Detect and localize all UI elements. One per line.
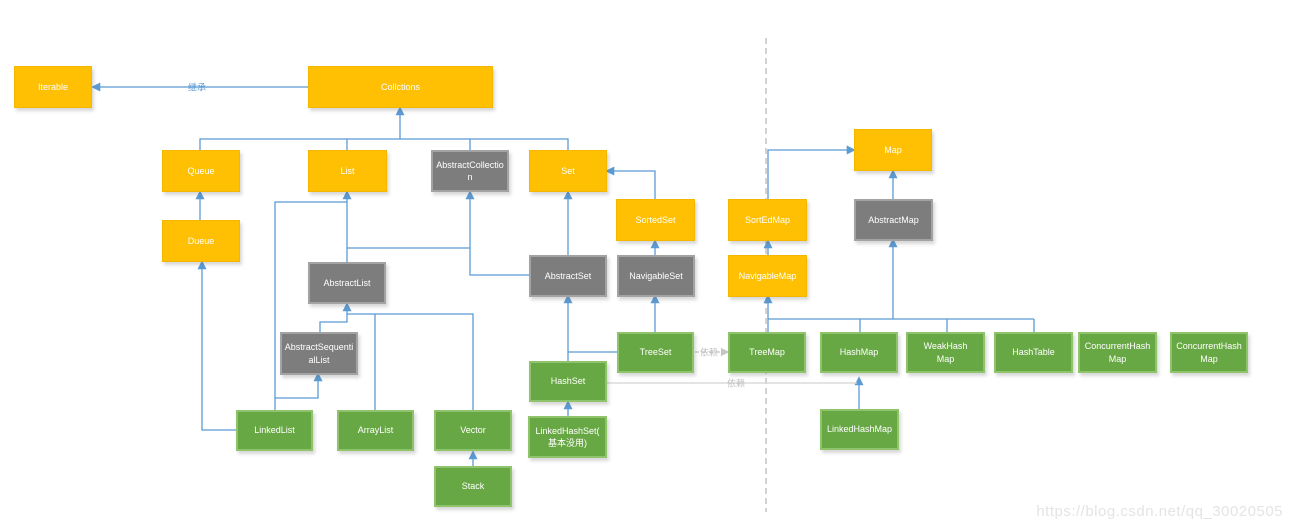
node-dueue: Dueue	[162, 220, 240, 262]
node-vector: Vector	[434, 410, 512, 451]
node-concurrent-hash-map-2: ConcurrentHash Map	[1170, 332, 1248, 373]
node-array-list: ArrayList	[337, 410, 414, 451]
inheritance-edges	[91, 82, 1035, 466]
inherit-edge-label: 继承	[187, 82, 207, 93]
node-navigable-set: NavigableSet	[617, 255, 695, 297]
dependency-edge-label: 依赖	[699, 347, 719, 358]
node-collections: Collctions	[308, 66, 493, 108]
node-stack: Stack	[434, 466, 512, 507]
node-abstract-map: AbstractMap	[854, 199, 933, 241]
node-iterable: Iterable	[14, 66, 92, 108]
node-hash-set: HashSet	[529, 361, 607, 402]
node-navigable-map: NavigableMap	[728, 255, 807, 297]
node-hash-table: HashTable	[994, 332, 1073, 373]
node-abstract-sequential-list: AbstractSequenti alList	[280, 332, 358, 375]
node-tree-map: TreeMap	[728, 332, 806, 373]
edge-abstractset-abstractcollection	[465, 190, 529, 276]
edge-linkedlist-asl	[275, 372, 323, 399]
node-set: Set	[529, 150, 607, 192]
dependency-edge-label: 依赖	[726, 378, 746, 389]
edge-linkedlist-dueue	[197, 260, 236, 431]
node-linked-hash-map: LinkedHashMap	[820, 409, 899, 450]
dependency-edges	[607, 347, 857, 384]
node-abstract-set: AbstractSet	[529, 255, 607, 297]
edge-asl-abstractlist	[319, 302, 352, 333]
node-list: List	[308, 150, 387, 192]
edge-sortedset-set	[605, 166, 656, 199]
node-linked-hash-set: LinkedHashSet( 基本没用)	[528, 416, 607, 458]
node-linked-list: LinkedList	[236, 410, 313, 451]
node-hash-map: HashMap	[820, 332, 898, 373]
node-concurrent-hash-map-1: ConcurrentHash Map	[1078, 332, 1157, 373]
node-map: Map	[854, 129, 932, 171]
edge-top-bus	[199, 138, 569, 150]
node-queue: Queue	[162, 150, 240, 192]
node-weak-hash-map: WeakHash Map	[906, 332, 985, 373]
node-tree-set: TreeSet	[617, 332, 694, 373]
node-sorted-map: SortEdMap	[728, 199, 807, 241]
edge-sortedmap-map	[767, 145, 856, 199]
csdn-watermark: https://blog.csdn.net/qq_30020505	[1036, 503, 1283, 520]
node-abstract-collection: AbstractCollectio n	[431, 150, 509, 192]
edge-vector-abstractlist	[347, 313, 474, 410]
node-sorted-set: SortedSet	[616, 199, 695, 241]
node-abstract-list: AbstractList	[308, 262, 386, 304]
